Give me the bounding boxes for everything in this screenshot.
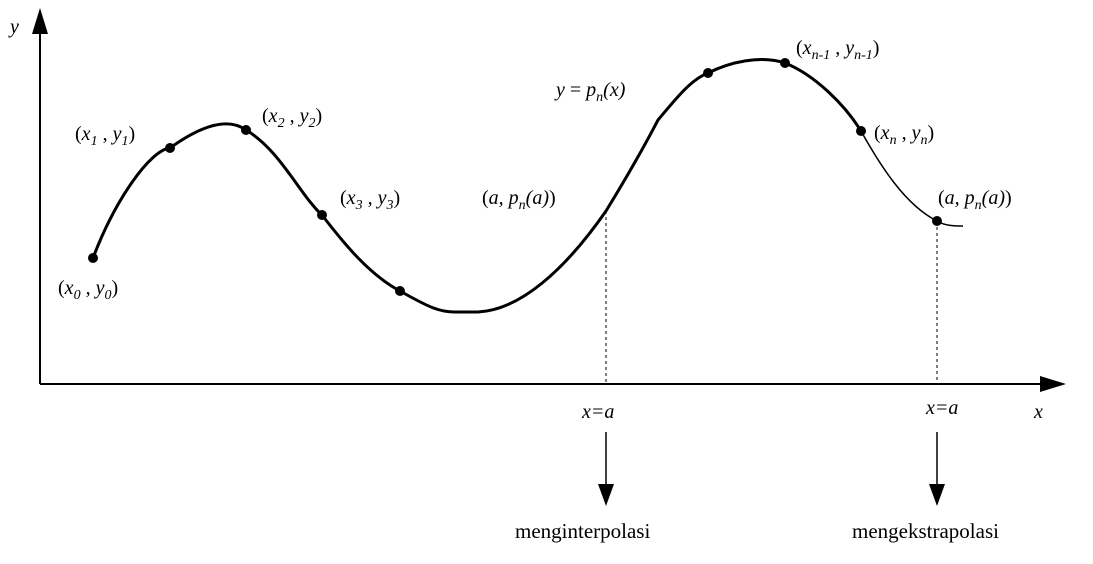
mengekstrapolasi-label: mengekstrapolasi [852, 519, 999, 543]
y-axis-label: y [8, 16, 19, 38]
data-point-x0-y0 [88, 253, 98, 263]
label-x1-y1: (x1 , y1) [75, 123, 135, 149]
data-point-xn1-yn1 [780, 58, 790, 68]
interpolation-arrowhead [598, 484, 614, 506]
label-x-equals-a-extrap: x=a [925, 397, 958, 419]
data-point-unlabeled-2 [703, 68, 713, 78]
interpolating-curve [91, 58, 863, 314]
label-extrapolated-value: (a, pn(a)) [938, 187, 1012, 213]
x-axis-label: x [1033, 401, 1043, 423]
menginterpolasi-label: menginterpolasi [515, 519, 650, 543]
y-axis-arrowhead [32, 8, 48, 34]
label-x-equals-a-interp: x=a [581, 401, 614, 423]
label-x2-y2: (x2 , y2) [262, 105, 322, 131]
data-point-x1-y1 [165, 143, 175, 153]
x-axis-arrowhead [1040, 376, 1066, 392]
data-point-x2-y2 [241, 125, 251, 135]
extrapolation-arrowhead [929, 484, 945, 506]
data-point-x3-y3 [317, 210, 327, 220]
label-xn1-yn1: (xn-1 , yn-1) [796, 37, 879, 63]
extrapolated-curve-tail [860, 130, 964, 227]
label-x3-y3: (x3 , y3) [340, 187, 400, 213]
data-point-unlabeled-1 [395, 286, 405, 296]
label-xn-yn: (xn , yn) [874, 122, 934, 148]
label-x0-y0: (x0 , y0) [58, 277, 118, 303]
data-point-xn-yn [856, 126, 866, 136]
label-interpolated-value: (a, pn(a)) [482, 187, 556, 213]
curve-equation-label: y = pn(x) [554, 79, 626, 105]
